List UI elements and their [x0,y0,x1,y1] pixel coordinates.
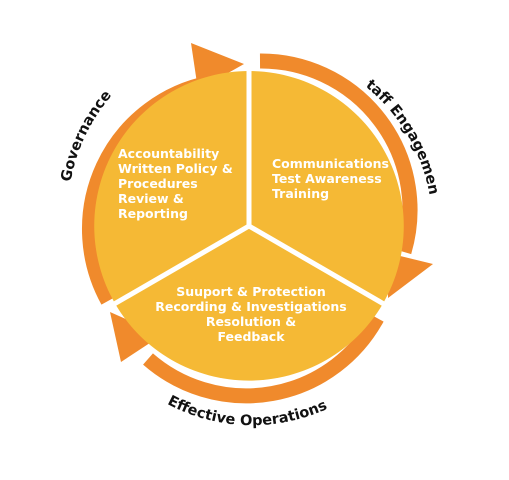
operations-line-4: Feedback [217,329,285,344]
governance-line-2: Written Policy & [118,161,233,176]
operations-line-1: Suuport & Protection [176,284,326,299]
arrow-head-operations [110,312,162,362]
staff-line-1: Communications [272,156,389,171]
segment-governance [94,71,249,304]
arrow-head-staff [388,253,433,298]
segment-operations [115,226,383,381]
governance-line-1: Accountability [118,146,219,161]
segment-text-governance: Accountability Written Policy & Procedur… [118,146,233,221]
divider-right [247,223,391,310]
governance-line-3: Procedures [118,176,198,191]
ring-arc-staff [259,53,418,255]
divider-left [107,223,251,310]
staff-line-3: Training [272,186,329,201]
segment-text-staff: Communications Test Awareness Training [272,156,389,201]
operations-line-2: Recording & Investigations [155,299,346,314]
segment-text-operations: Suuport & Protection Recording & Investi… [155,284,346,344]
governance-line-4: Review & [118,191,184,206]
segments [94,66,404,381]
operations-line-3: Resolution & [206,314,296,329]
ring-arc-operations [143,314,384,404]
staff-line-2: Test Awareness [272,171,382,186]
governance-line-5: Reporting [118,206,188,221]
segment-staff [249,71,404,304]
